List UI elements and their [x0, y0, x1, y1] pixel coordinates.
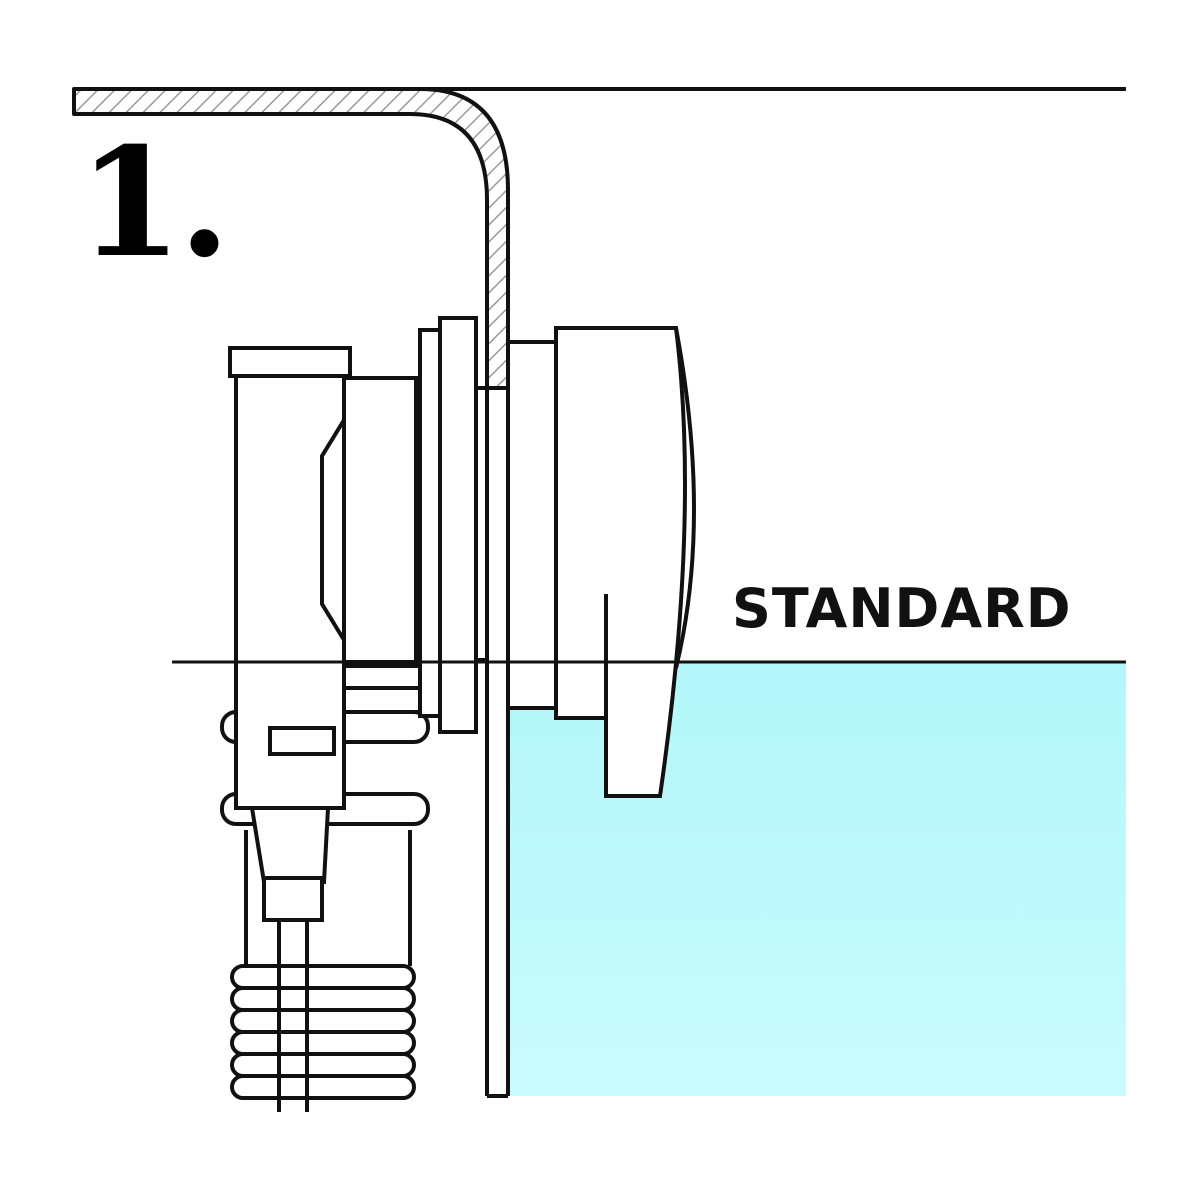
pool-water	[508, 662, 1126, 1096]
step-number: 1.	[78, 115, 231, 291]
cable-icon	[249, 806, 331, 1112]
motor-housing-icon	[228, 346, 352, 810]
water-level-label: STANDARD	[732, 577, 1072, 640]
pool-coping-icon	[72, 87, 510, 390]
skimmer-faceplate-icon	[506, 326, 696, 798]
pool-wall-icon	[485, 388, 510, 1098]
